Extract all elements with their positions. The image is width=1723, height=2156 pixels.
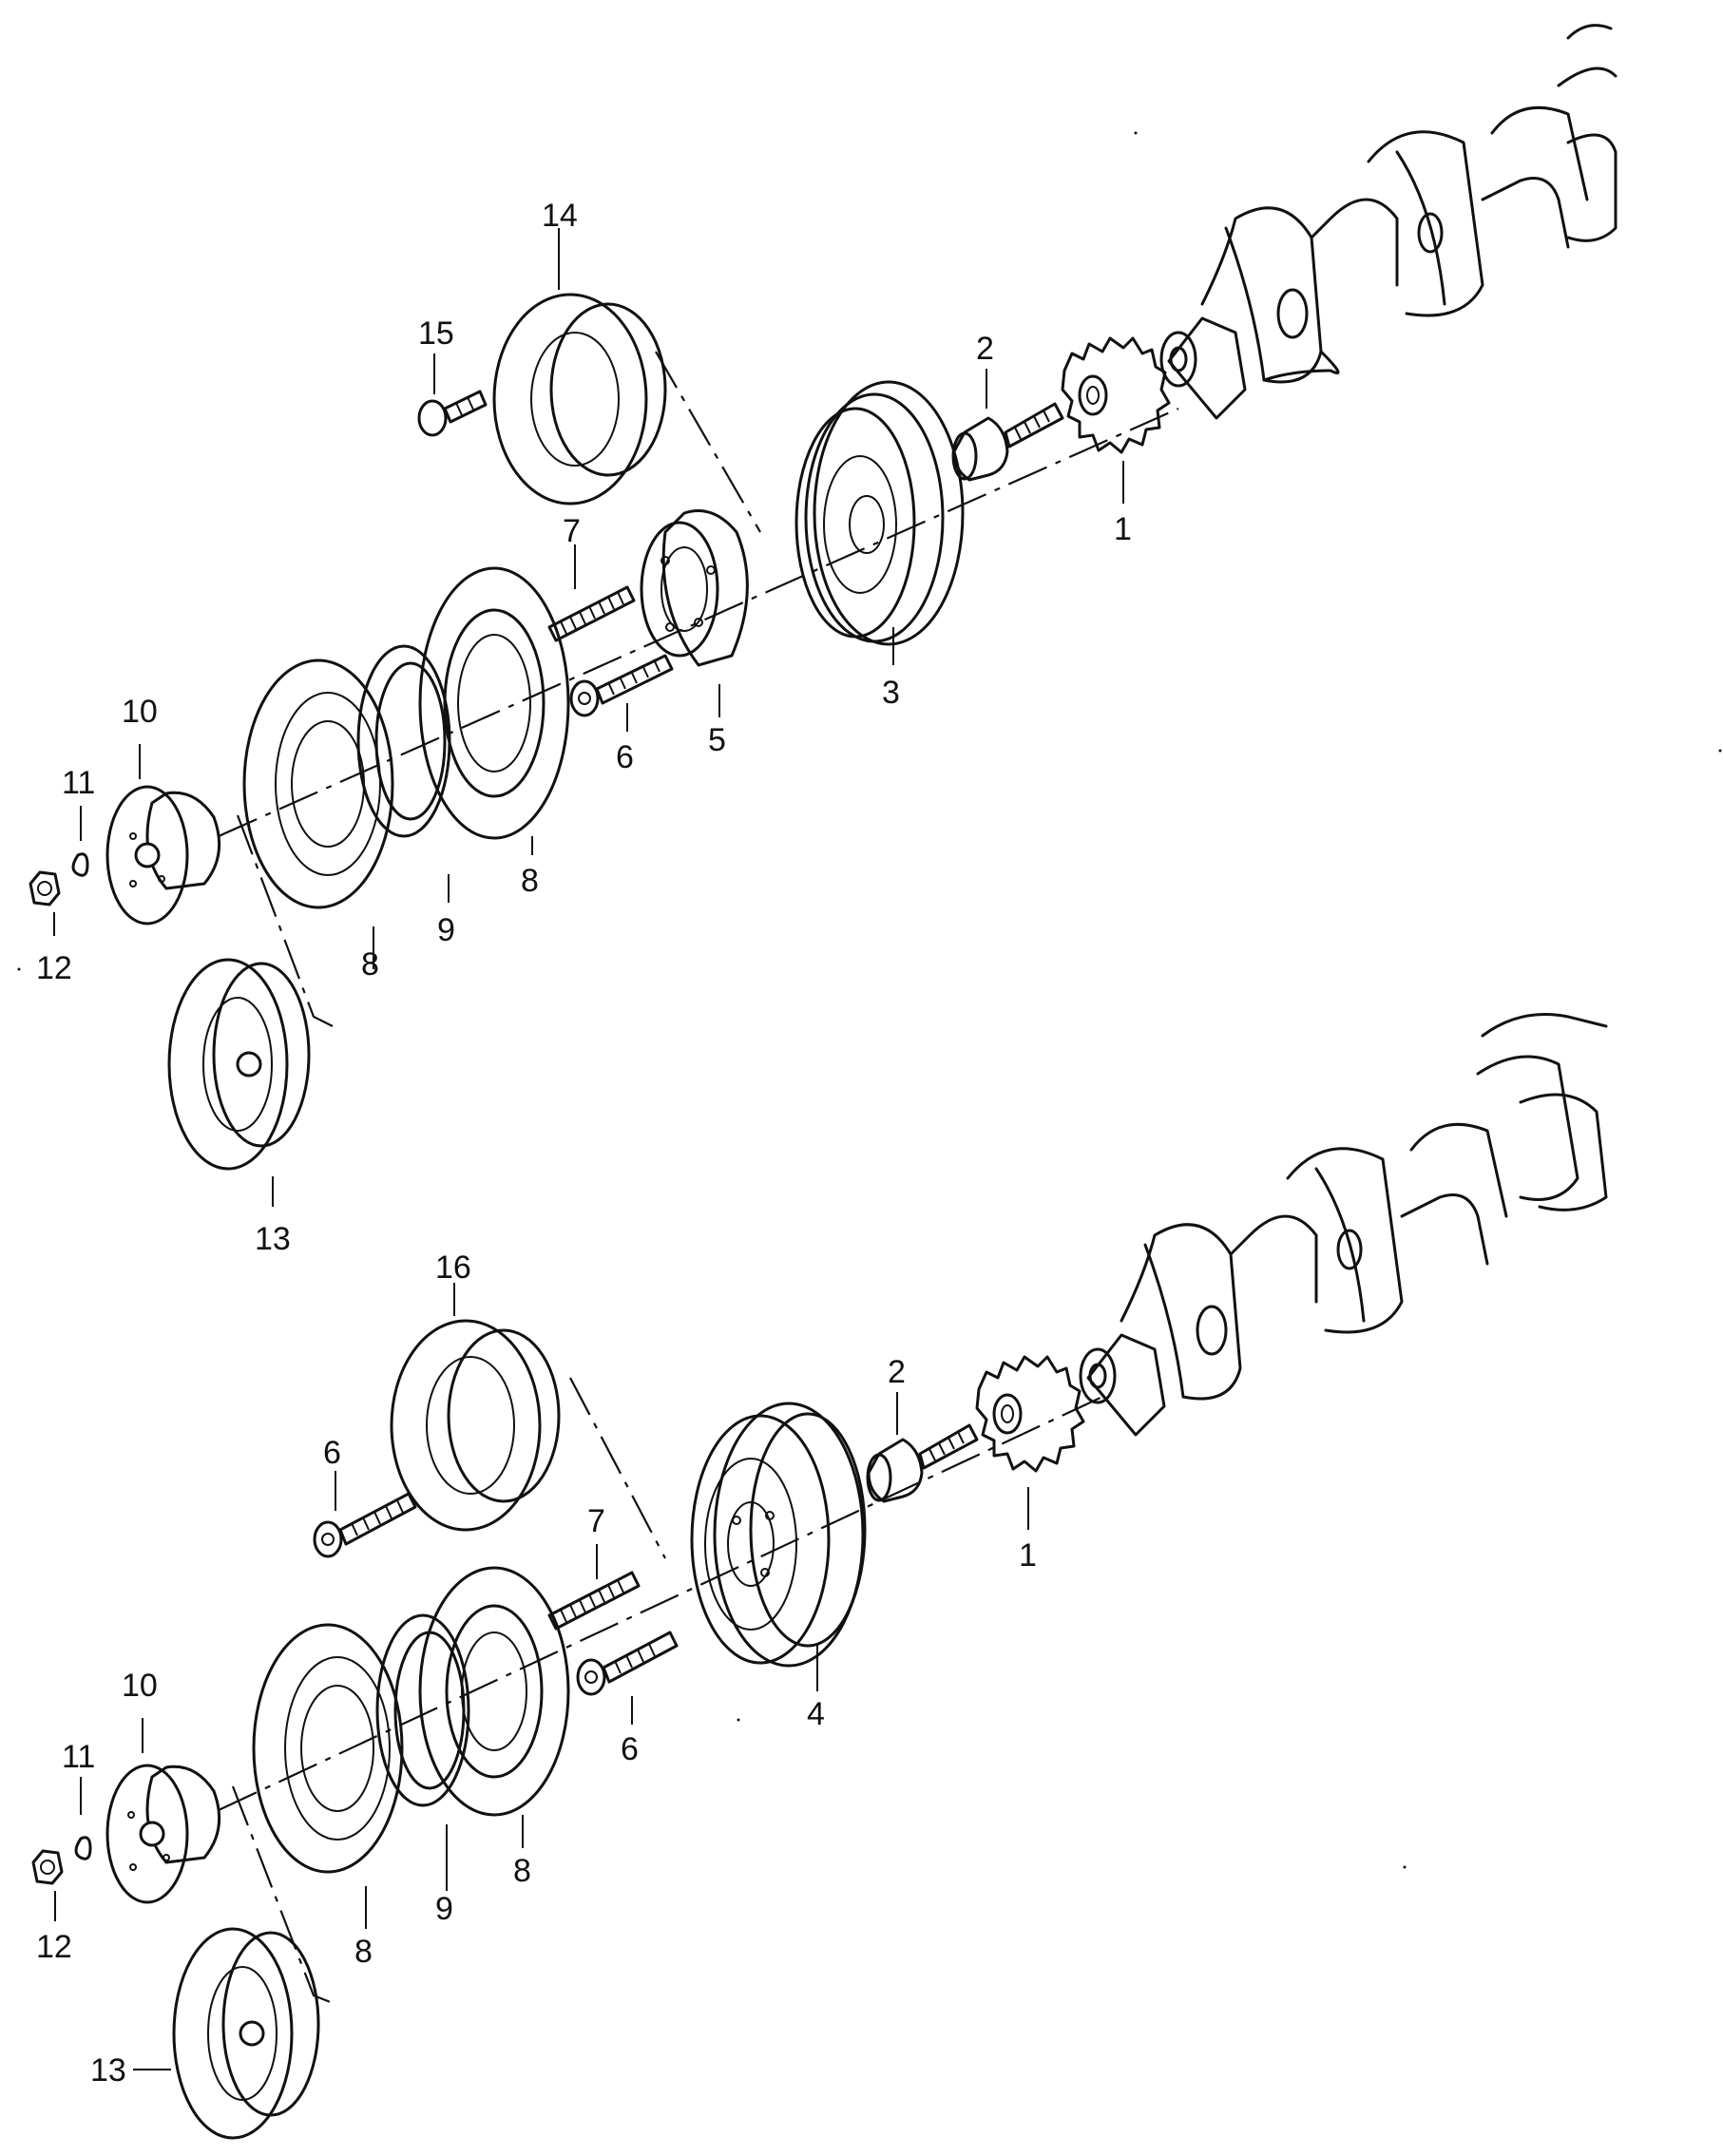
speck <box>1403 1865 1407 1869</box>
nut-part <box>29 870 61 906</box>
stud-part <box>547 585 636 642</box>
central-bolt-part <box>866 1423 979 1503</box>
callout-1: 1 <box>1019 1537 1037 1574</box>
callout-8-upper: 8 <box>513 1853 531 1889</box>
ring-part <box>375 1613 470 1807</box>
sprocket-part <box>975 1355 1085 1473</box>
callout-7: 7 <box>587 1503 605 1539</box>
sprocket-part <box>1061 336 1171 454</box>
callout-6-right: 6 <box>621 1731 639 1767</box>
pulley-part <box>794 380 965 646</box>
speck <box>1134 131 1138 135</box>
alt-pulley-part <box>167 958 311 1171</box>
alt-pulley-14-part <box>492 293 667 506</box>
ring-part <box>356 644 451 838</box>
callout-13: 13 <box>255 1221 291 1257</box>
callout-4: 4 <box>807 1696 825 1732</box>
spacer-disc-part <box>418 566 570 840</box>
callout-13: 13 <box>90 2052 126 2089</box>
alt-pulley-part <box>172 1927 320 2140</box>
callout-8-lower: 8 <box>354 1934 373 1970</box>
callout-15: 15 <box>418 315 454 352</box>
pulley-bolt-part <box>313 1492 417 1558</box>
hub-bolt-part <box>576 1631 679 1696</box>
small-pulley-part <box>105 1764 221 1904</box>
nut-part <box>31 1849 64 1885</box>
vibration-damper-part <box>690 1402 867 1668</box>
speck <box>737 1718 740 1722</box>
callout-11: 11 <box>62 765 95 801</box>
alt-pulley-16-part <box>390 1319 561 1532</box>
hub-bolt-part <box>569 654 674 717</box>
speck <box>1718 749 1722 753</box>
callout-12: 12 <box>36 1929 72 1965</box>
callout-10: 10 <box>122 1668 158 1704</box>
speck <box>17 967 21 971</box>
crankshaft-part <box>1079 1013 1608 1437</box>
spacer-disc-part <box>418 1566 570 1817</box>
callout-5: 5 <box>708 722 726 758</box>
callout-3: 3 <box>882 675 900 711</box>
crankshaft-part <box>1159 24 1618 420</box>
stud-part <box>547 1571 641 1631</box>
callout-7: 7 <box>563 513 581 549</box>
callout-2: 2 <box>976 331 994 367</box>
callout-1: 1 <box>1114 511 1132 547</box>
assembly-top: 14 15 2 1 7 3 5 6 10 11 12 8 9 8 13 <box>29 24 1618 1257</box>
callout-6: 6 <box>616 739 634 775</box>
small-pulley-part <box>105 785 221 925</box>
callout-9: 9 <box>437 912 455 948</box>
callout-9: 9 <box>435 1891 453 1927</box>
callout-8-upper: 8 <box>521 863 539 899</box>
washer-part <box>71 852 89 877</box>
disc-part <box>242 658 394 909</box>
disc-part <box>252 1623 404 1874</box>
assembly-bottom: 16 6 2 1 7 4 6 10 11 12 8 9 8 13 <box>31 1013 1608 2140</box>
hub-part <box>640 509 749 667</box>
callout-10: 10 <box>122 694 158 730</box>
washer-part <box>74 1836 92 1860</box>
callout-6-left: 6 <box>323 1435 341 1471</box>
bolt-15-part <box>417 390 488 437</box>
callout-11: 11 <box>62 1739 95 1775</box>
callout-2: 2 <box>888 1354 906 1390</box>
callout-8-lower: 8 <box>361 946 379 983</box>
callout-16: 16 <box>435 1250 471 1286</box>
callout-12: 12 <box>36 950 72 986</box>
callout-14: 14 <box>542 198 578 234</box>
